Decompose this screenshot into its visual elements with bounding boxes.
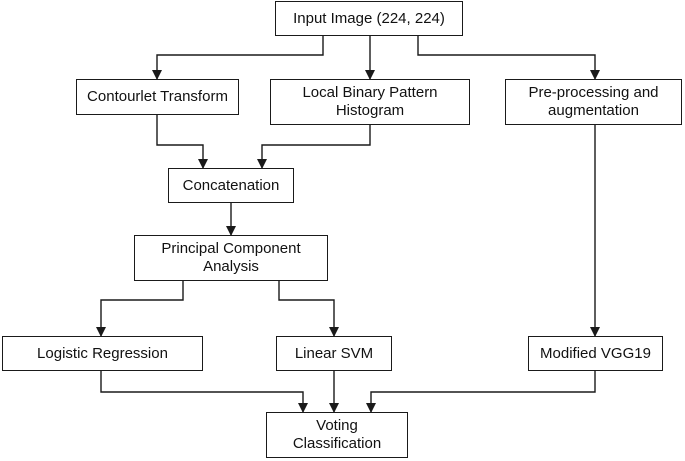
node-contourlet-transform-label: Contourlet Transform: [87, 88, 228, 105]
edge-logreg-to-voting: [100, 371, 308, 413]
edge-vgg-to-voting: [366, 371, 596, 413]
node-local-binary-pattern: Local Binary Pattern Histogram: [270, 79, 470, 125]
edge-lbp-to-concat: [257, 125, 371, 169]
node-local-binary-pattern-label: Local Binary Pattern Histogram: [302, 84, 438, 119]
edge-input-to-contourlet: [152, 36, 324, 80]
node-modified-vgg19: Modified VGG19: [528, 336, 663, 371]
node-input-image-label: Input Image (224, 224): [293, 9, 445, 27]
node-contourlet-transform: Contourlet Transform: [76, 79, 239, 115]
edge-contourlet-to-concat: [156, 115, 208, 169]
node-principal-component-analysis-label: Principal Component Analysis: [161, 240, 301, 275]
node-linear-svm: Linear SVM: [276, 336, 392, 371]
node-preprocessing-label: Pre-processing and augmentation: [528, 84, 659, 119]
node-linear-svm-label: Linear SVM: [294, 344, 374, 362]
node-logistic-regression: Logistic Regression: [2, 336, 203, 371]
edge-pca-to-logreg: [96, 281, 184, 337]
node-concatenation: Concatenation: [168, 168, 294, 203]
node-logistic-regression-label: Logistic Regression: [37, 344, 168, 362]
edge-input-to-preproc: [417, 36, 600, 80]
node-principal-component-analysis: Principal Component Analysis: [134, 235, 328, 281]
node-voting-classification: Voting Classification: [266, 412, 408, 458]
node-input-image: Input Image (224, 224): [275, 1, 463, 36]
edge-pca-to-svm: [278, 281, 339, 337]
node-preprocessing: Pre-processing and augmentation: [505, 79, 682, 125]
node-voting-classification-label: Voting Classification: [292, 417, 382, 452]
node-modified-vgg19-label: Modified VGG19: [540, 344, 651, 362]
node-concatenation-label: Concatenation: [182, 176, 280, 194]
